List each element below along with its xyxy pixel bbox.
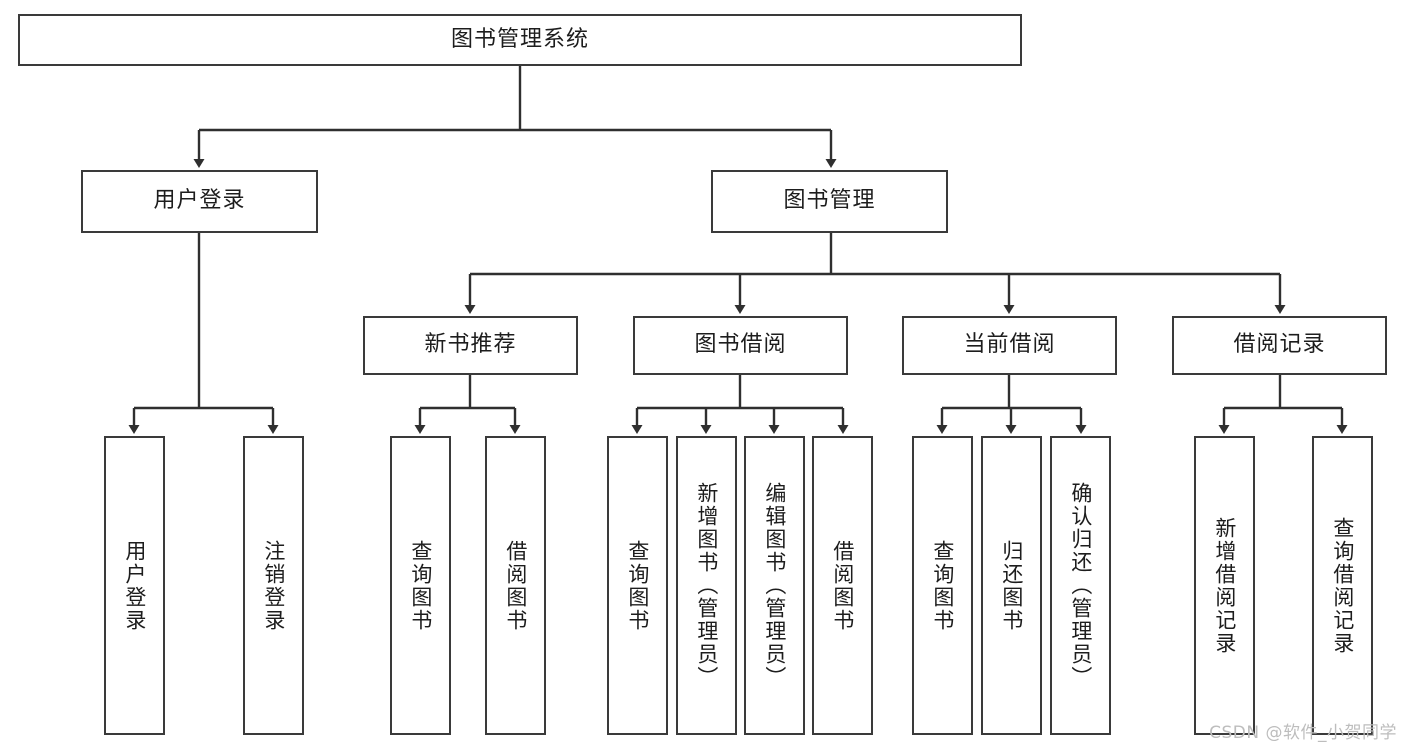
leaf-logout[interactable]: 注销登录: [243, 436, 304, 735]
leaf-query-book-recommend[interactable]: 查询图书: [390, 436, 451, 735]
leaf-query-borrow-record[interactable]: 查询借阅记录: [1312, 436, 1373, 735]
leaf-user-login[interactable]: 用户登录: [104, 436, 165, 735]
leaf-add-borrow-record[interactable]: 新增借阅记录: [1194, 436, 1255, 735]
leaf-borrow-book-recommend[interactable]: 借阅图书: [485, 436, 546, 735]
node-book-borrow[interactable]: 图书借阅: [633, 316, 848, 375]
leaf-add-book-admin[interactable]: 新增图书（管理员）: [676, 436, 737, 735]
node-new-book-recommend[interactable]: 新书推荐: [363, 316, 578, 375]
leaf-confirm-return-admin[interactable]: 确认归还（管理员）: [1050, 436, 1111, 735]
node-book-management[interactable]: 图书管理: [711, 170, 948, 233]
leaf-query-book-current[interactable]: 查询图书: [912, 436, 973, 735]
leaf-edit-book-admin[interactable]: 编辑图书（管理员）: [744, 436, 805, 735]
leaf-borrow-book[interactable]: 借阅图书: [812, 436, 873, 735]
node-root[interactable]: 图书管理系统: [18, 14, 1022, 66]
leaf-query-book-borrow[interactable]: 查询图书: [607, 436, 668, 735]
watermark-text: CSDN @软件_小贺同学: [1209, 723, 1397, 743]
node-borrow-record[interactable]: 借阅记录: [1172, 316, 1387, 375]
leaf-return-book[interactable]: 归还图书: [981, 436, 1042, 735]
node-current-borrow[interactable]: 当前借阅: [902, 316, 1117, 375]
node-user-login[interactable]: 用户登录: [81, 170, 318, 233]
